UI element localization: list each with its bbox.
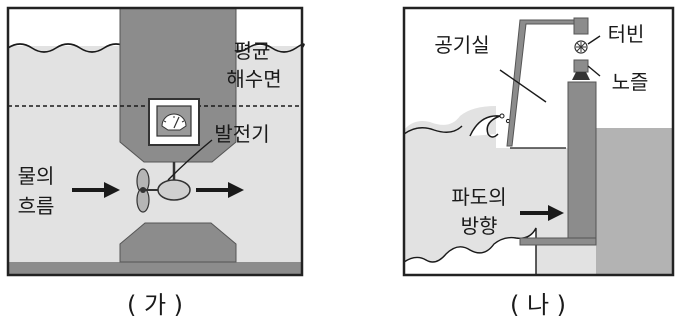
label-air-chamber: 공기실 bbox=[434, 33, 489, 57]
panel-ga-frame bbox=[6, 6, 304, 277]
chamber-water bbox=[510, 148, 570, 238]
label-water-flow-line1: 물의 bbox=[18, 164, 55, 188]
panel-na: 공기실 터빈 노즐 파도의 방향 ( 나 ) bbox=[402, 6, 675, 319]
air-chamber-leader-line bbox=[499, 69, 547, 103]
rock-block bbox=[596, 128, 673, 275]
label-generator: 발전기 bbox=[214, 122, 269, 146]
label-mean-sea-level-line2: 해수면 bbox=[226, 67, 281, 91]
caption-ga: ( 가 ) bbox=[127, 291, 183, 319]
nozzle-leader-line bbox=[587, 65, 601, 77]
propeller-turbine-icon bbox=[136, 168, 191, 213]
generator-gauge-icon bbox=[161, 113, 187, 131]
sea-bed bbox=[403, 227, 537, 276]
caption-na: ( 나 ) bbox=[510, 291, 566, 319]
label-wave-direction-line1: 파도의 bbox=[451, 185, 506, 209]
label-mean-sea-level-line1: 평균 bbox=[234, 39, 271, 63]
nozzle-icon bbox=[572, 72, 590, 80]
panel-ga: 평균 해수면 발전기 물의 흐름 ( 가 ) bbox=[6, 6, 305, 319]
turbine-leader-line bbox=[587, 35, 601, 45]
air-chamber-wall bbox=[506, 19, 575, 147]
label-wave-direction-line2: 방향 bbox=[461, 214, 498, 238]
label-turbine: 터빈 bbox=[608, 22, 645, 46]
panel-na-frame bbox=[402, 6, 675, 277]
chamber-front-wall bbox=[567, 81, 597, 246]
chamber-floor bbox=[519, 237, 597, 246]
dam-lower-block bbox=[119, 222, 237, 263]
label-water-flow-line2: 흐름 bbox=[18, 194, 55, 218]
generator-leader-line bbox=[167, 139, 213, 181]
turbine-icon bbox=[574, 40, 588, 54]
wave-crest bbox=[469, 115, 501, 138]
label-nozzle: 노즐 bbox=[612, 70, 649, 94]
sea-floor bbox=[8, 262, 302, 275]
